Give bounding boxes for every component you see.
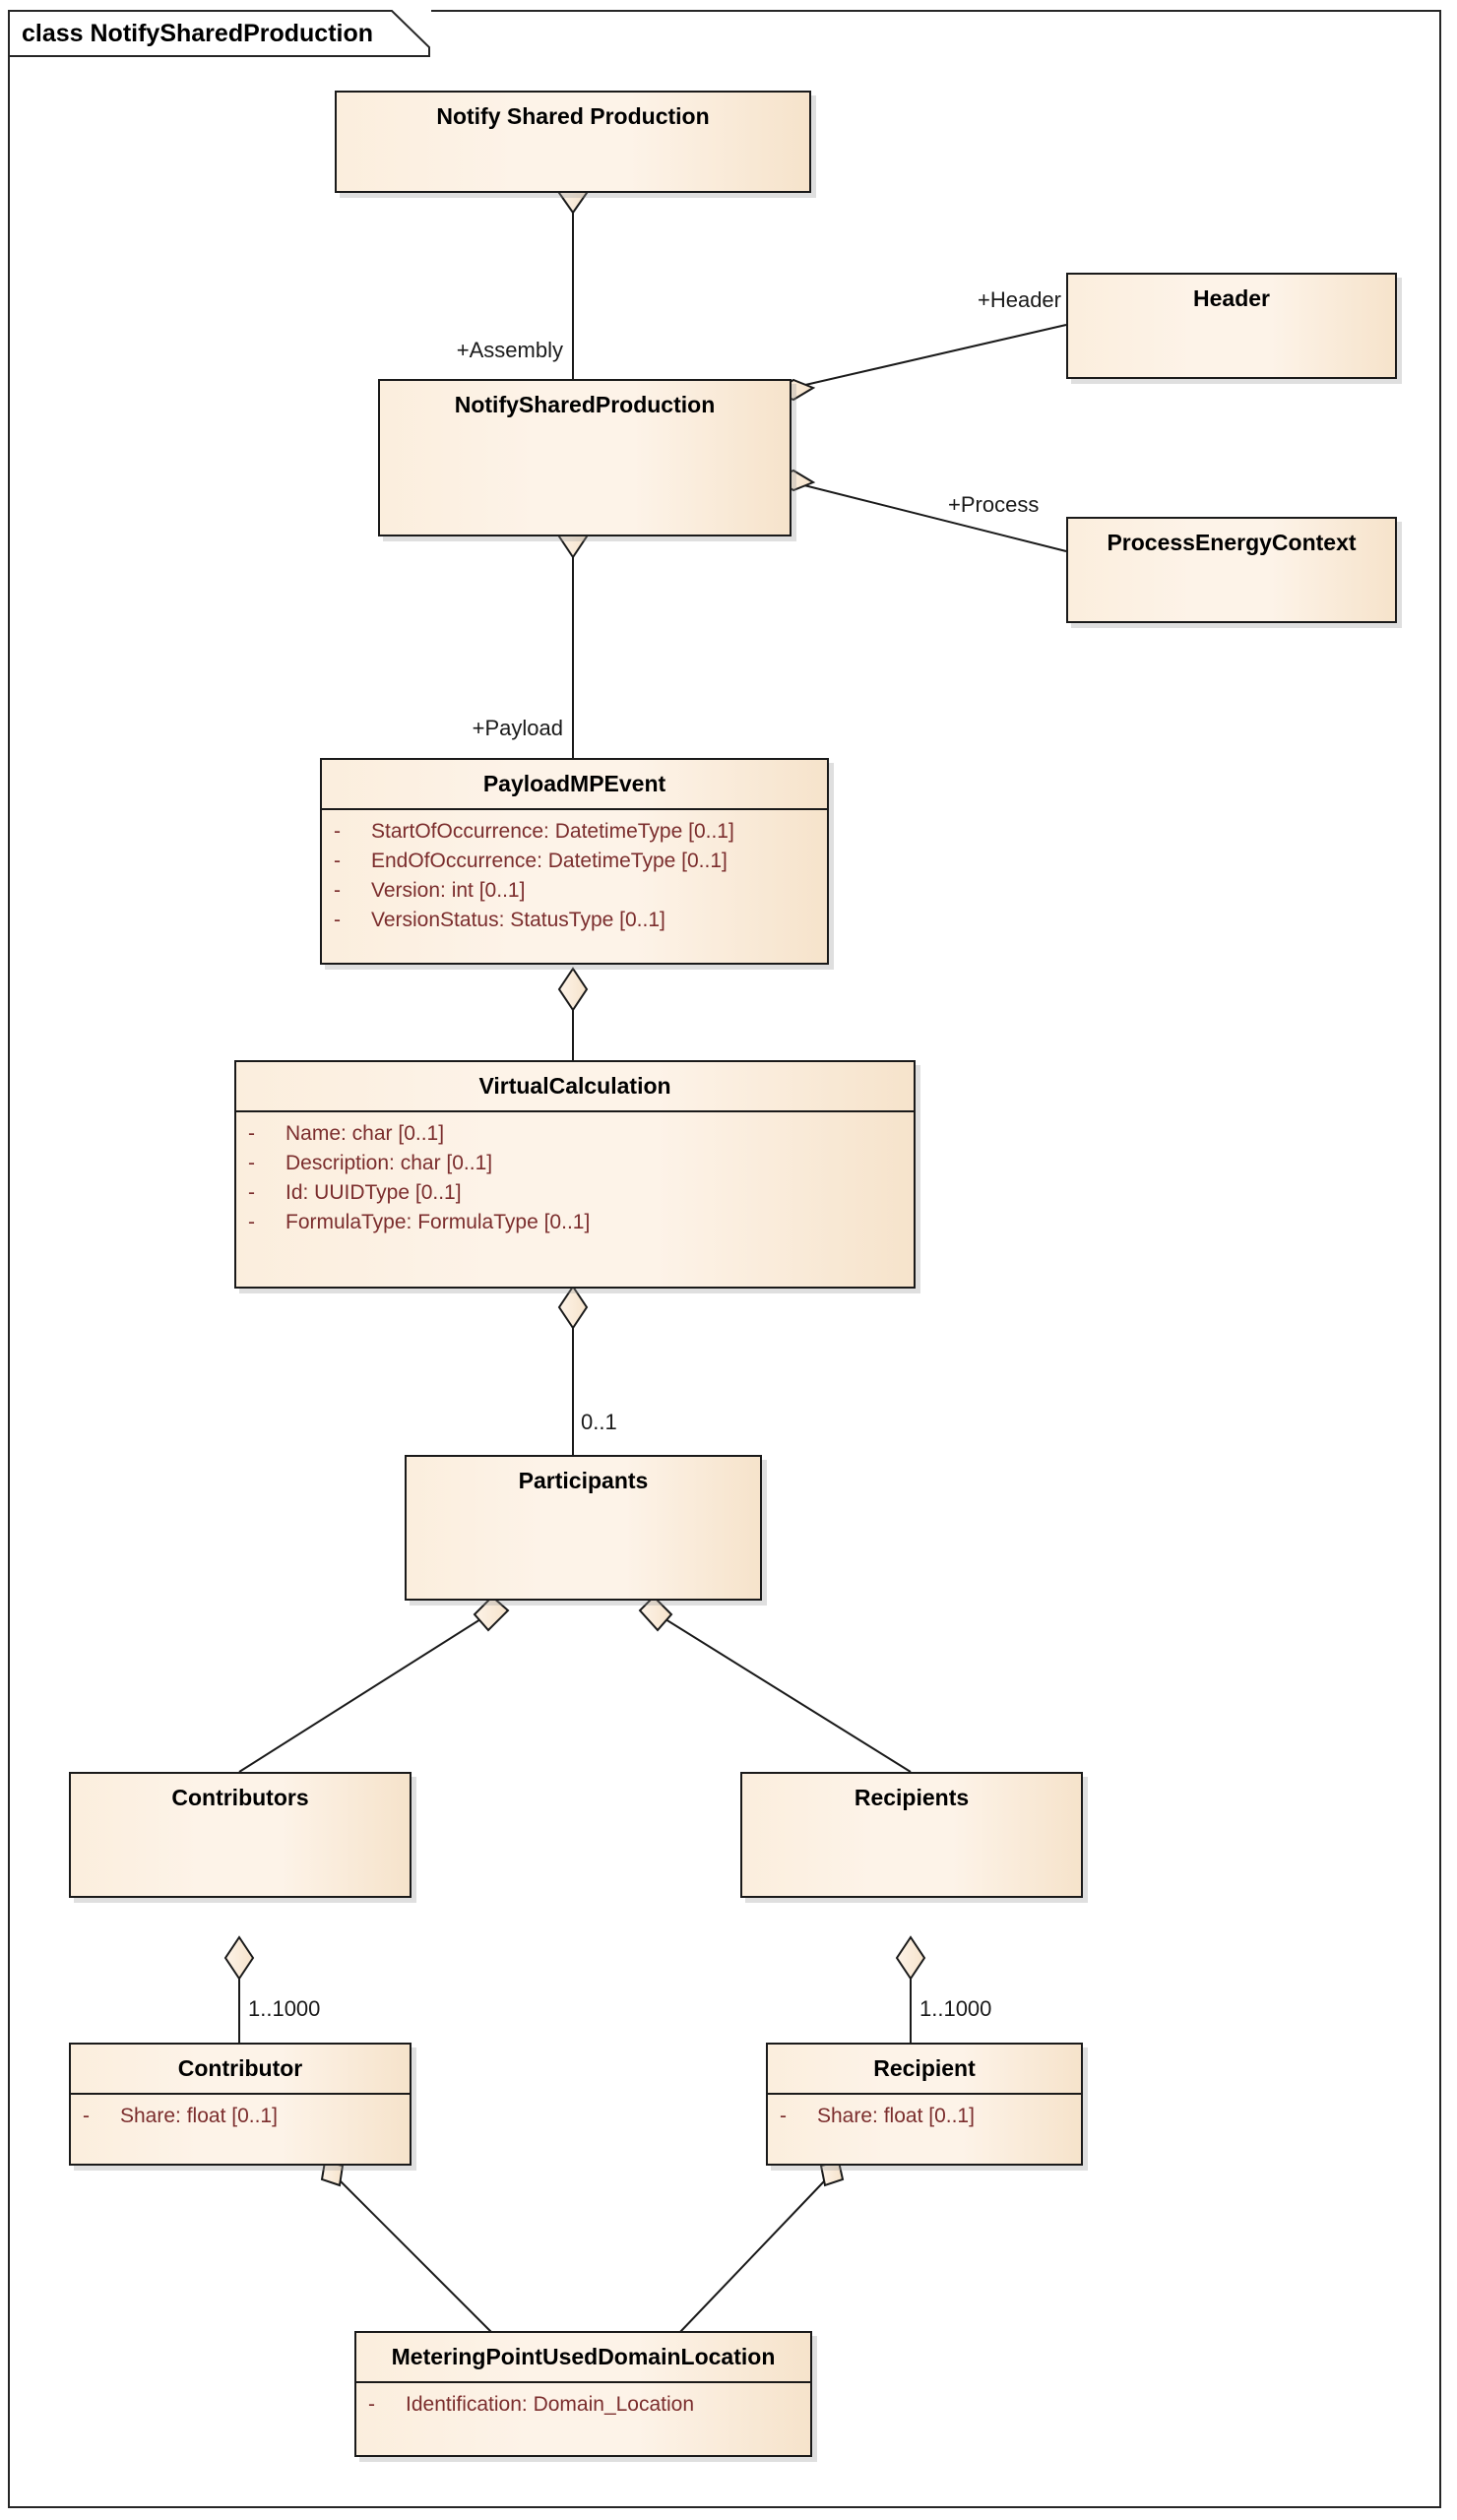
class-title: Recipients [854,1785,970,1810]
edge-label-contributor-multiplicity: 1..1000 [248,1996,321,2021]
class-recipient[interactable]: Recipient - Share: float [0..1] [766,2043,1083,2166]
diagram-frame-label: class NotifySharedProduction [22,20,374,47]
attribute-row: - Share: float [0..1] [71,2102,410,2131]
attribute-row: - VersionStatus: StatusType [0..1] [322,906,827,935]
attribute-visibility: - [248,1180,255,1204]
attribute-text: Version: int [0..1] [371,878,526,902]
attributes-compartment: - Share: float [0..1] [71,2093,410,2141]
class-title: ProcessEnergyContext [1107,530,1357,555]
attribute-row: - Version: int [0..1] [322,876,827,906]
attribute-visibility: - [780,2105,787,2128]
edge-label-payload: +Payload [472,716,563,740]
attribute-text: Description: char [0..1] [285,1152,493,1175]
attribute-visibility: - [334,820,341,844]
class-title: Notify Shared Production [436,103,710,129]
attribute-visibility: - [248,1122,255,1146]
class-virtual-calculation[interactable]: VirtualCalculation - Name: char [0..1] -… [234,1060,916,1289]
attributes-compartment: - StartOfOccurrence: DatetimeType [0..1]… [322,808,827,944]
edge-label-process: +Process [948,492,1040,517]
attribute-text: EndOfOccurrence: DatetimeType [0..1] [371,850,728,873]
attributes-compartment: - Name: char [0..1] - Description: char … [236,1110,914,1246]
diagram-frame [8,10,1441,2508]
attribute-text: StartOfOccurrence: DatetimeType [0..1] [371,820,734,844]
attribute-row: - StartOfOccurrence: DatetimeType [0..1] [322,817,827,847]
diagram-frame-tab: class NotifySharedProduction [8,10,431,57]
class-recipients[interactable]: Recipients [740,1772,1083,1898]
edge-label-recipient-multiplicity: 1..1000 [919,1996,992,2021]
attribute-row: - Description: char [0..1] [236,1149,914,1178]
edge-label-header: +Header [977,287,1061,312]
attribute-row: - FormulaType: FormulaType [0..1] [236,1208,914,1237]
attribute-row: - Share: float [0..1] [768,2102,1081,2131]
class-title: Contributor [177,2055,303,2081]
attributes-compartment: - Identification: Domain_Location [356,2381,810,2429]
attribute-row: - Name: char [0..1] [236,1119,914,1149]
class-notify-shared-production[interactable]: NotifySharedProduction [378,379,792,536]
class-process-energy-context[interactable]: ProcessEnergyContext [1066,517,1397,623]
attribute-text: Share: float [0..1] [120,2105,278,2128]
class-title: PayloadMPEvent [482,771,666,796]
frame-tab-shape [8,10,430,57]
class-metering-point-used-domain-location[interactable]: MeteringPointUsedDomainLocation - Identi… [354,2331,812,2457]
attribute-text: Share: float [0..1] [817,2105,975,2128]
class-title: Recipient [873,2055,976,2081]
class-contributor[interactable]: Contributor - Share: float [0..1] [69,2043,412,2166]
class-header[interactable]: Header [1066,273,1397,379]
attribute-visibility: - [334,908,341,931]
class-contributors[interactable]: Contributors [69,1772,412,1898]
class-title: VirtualCalculation [478,1073,671,1099]
class-title: MeteringPointUsedDomainLocation [391,2344,776,2369]
attribute-visibility: - [83,2105,90,2128]
attribute-visibility: - [334,850,341,873]
attribute-visibility: - [248,1210,255,1233]
class-title: Header [1193,285,1270,311]
attribute-text: VersionStatus: StatusType [0..1] [371,908,665,931]
attribute-text: Id: UUIDType [0..1] [285,1180,462,1204]
edge-label-assembly: +Assembly [456,338,563,362]
attribute-visibility: - [248,1152,255,1175]
attribute-text: Name: char [0..1] [285,1122,445,1146]
attribute-text: FormulaType: FormulaType [0..1] [285,1210,591,1233]
attribute-row: - EndOfOccurrence: DatetimeType [0..1] [322,847,827,876]
attribute-visibility: - [334,878,341,902]
class-title: Contributors [171,1785,309,1810]
attributes-compartment: - Share: float [0..1] [768,2093,1081,2141]
class-title: Participants [518,1468,649,1493]
attribute-row: - Identification: Domain_Location [356,2390,810,2420]
class-title: NotifySharedProduction [454,392,716,417]
edge-label-participants-multiplicity: 0..1 [581,1410,617,1434]
class-payload-mp-event[interactable]: PayloadMPEvent - StartOfOccurrence: Date… [320,758,829,965]
attribute-row: - Id: UUIDType [0..1] [236,1178,914,1208]
attribute-text: Identification: Domain_Location [406,2393,695,2417]
class-participants[interactable]: Participants [405,1455,762,1601]
attribute-visibility: - [368,2393,375,2417]
class-notify-shared-production-root[interactable]: Notify Shared Production [335,91,811,193]
